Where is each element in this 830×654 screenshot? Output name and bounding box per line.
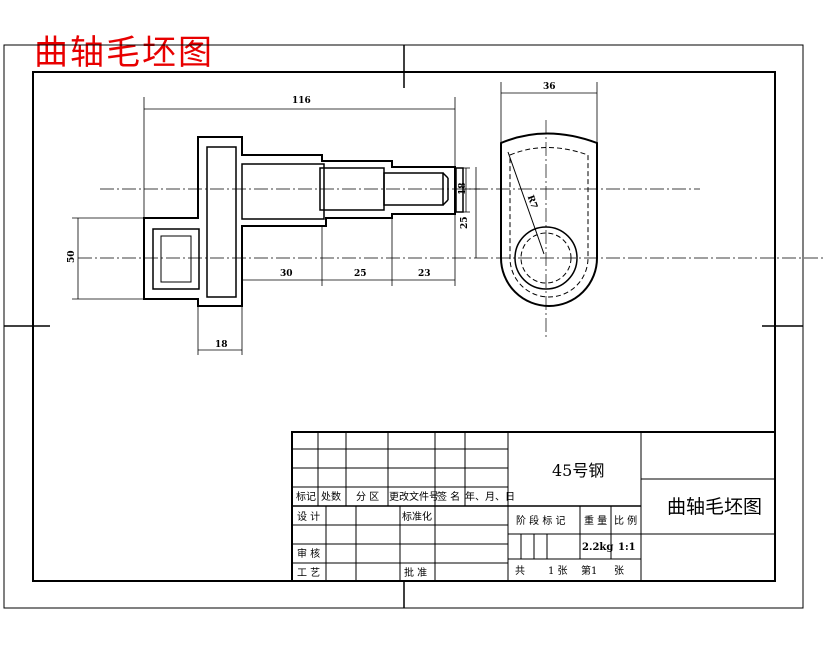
dimension-lines: [72, 82, 598, 355]
weight-value: 2.2kg: [582, 542, 613, 553]
prop-weight: 重 量: [584, 514, 607, 527]
dim-end-small: 18: [458, 182, 468, 195]
dim-flange-height: 50: [67, 250, 77, 263]
role-approve: 批 准: [404, 566, 427, 579]
sheet-border: [3, 44, 804, 609]
role-process: 工 艺: [297, 567, 320, 579]
sheet-total: 共: [515, 565, 525, 577]
dim-overall-length: 116: [292, 96, 311, 106]
front-view: [143, 136, 464, 307]
prop-stage-mark: 阶 段 标 记: [516, 514, 566, 527]
side-view: [500, 132, 598, 307]
title-block: [291, 431, 776, 582]
role-design: 设 计: [297, 510, 320, 523]
sheet-page: 第1: [581, 564, 597, 577]
center-lines: [78, 120, 826, 340]
centering-marks: [4, 45, 803, 608]
header-change-doc: 更改文件号: [389, 490, 439, 503]
sheet-page-unit: 张: [614, 565, 624, 577]
dim-seg-2: 25: [354, 269, 367, 279]
header-date: 年、月、日: [465, 490, 515, 503]
header-mark: 标记: [296, 491, 316, 503]
prop-scale: 比 例: [614, 514, 637, 527]
dim-flange-width: 18: [215, 340, 228, 350]
header-zone: 分 区: [356, 491, 379, 503]
role-standardize: 标准化: [402, 510, 432, 523]
material-label: 45号钢: [552, 461, 604, 480]
role-review: 审 核: [297, 547, 320, 560]
sheet-total-num: 1 张: [548, 565, 568, 577]
dim-end-dia: 25: [460, 216, 470, 229]
dim-radius: R7: [525, 194, 539, 210]
header-sign: 签 名: [437, 490, 460, 503]
part-name-label: 曲轴毛坯图: [667, 496, 762, 518]
dim-seg-3: 23: [418, 269, 431, 279]
scale-value: 1:1: [618, 542, 636, 553]
drawing-title: 曲轴毛坯图: [34, 33, 214, 73]
header-count: 处数: [321, 490, 341, 503]
dim-seg-1: 30: [280, 269, 293, 279]
dim-width-top: 36: [543, 82, 556, 92]
